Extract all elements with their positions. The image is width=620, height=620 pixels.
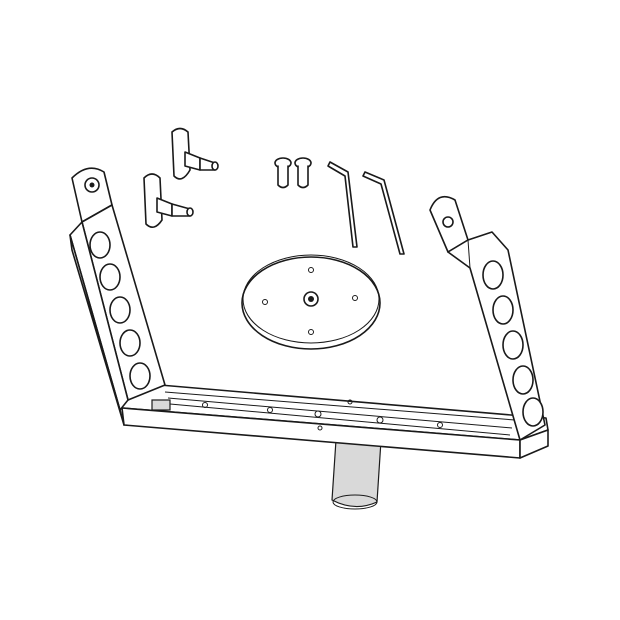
- thumb-screw: [171, 127, 219, 180]
- u-bracket-left-arm: [69, 167, 166, 426]
- left-arm-holes: [89, 231, 151, 390]
- thumb-screw: [143, 173, 194, 228]
- bolt: [274, 157, 292, 189]
- u-bracket-bottom-rail: [119, 384, 549, 459]
- rail-holes: [202, 399, 443, 431]
- bolt: [294, 157, 312, 189]
- right-arm-holes: [482, 260, 544, 427]
- hex-key: [362, 171, 405, 255]
- hex-key: [327, 161, 358, 248]
- mounting-disc: [241, 254, 381, 350]
- u-bracket-right-arm: [429, 195, 546, 441]
